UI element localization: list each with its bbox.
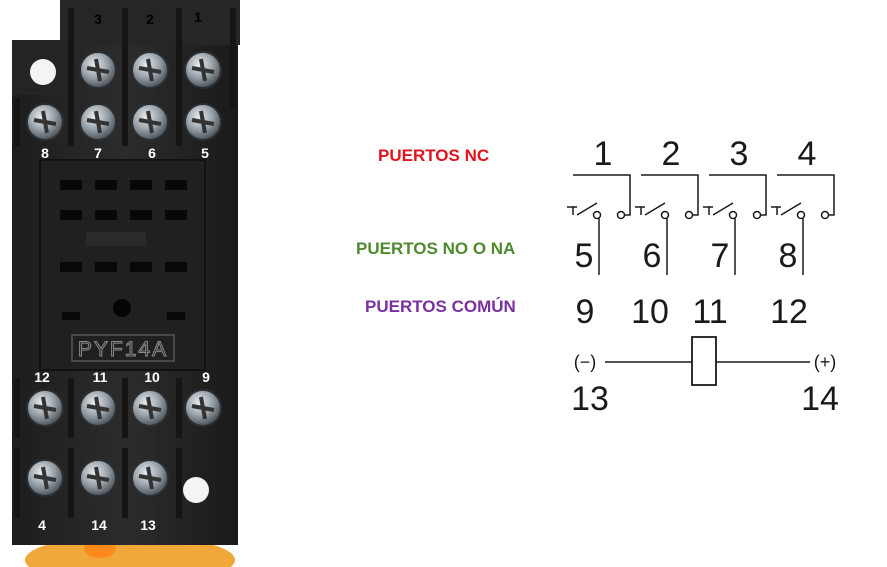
terminal-label-1: 1 [194,9,202,25]
coil-terminal-14: 14 [801,380,839,418]
terminal-label-14: 14 [91,517,107,533]
terminal-label-12: 12 [34,369,50,385]
schematic-common-11: 11 [692,293,727,331]
schematic-nc-4: 4 [798,135,817,173]
socket-slots [60,180,187,320]
relay-schematic: 1 2 3 4 5 6 7 8 9 10 11 12 (−) (+) 13 14 [555,125,875,425]
legend-common-ports: PUERTOS COMÚN [365,297,516,316]
schematic-no-6: 6 [643,237,662,275]
contact-points [592,210,830,220]
terminal-label-11: 11 [93,369,108,385]
screw-terminal [26,389,64,427]
coil-terminal-13: 13 [571,380,609,418]
terminal-label-3: 3 [94,11,102,27]
schematic-nc-3: 3 [730,135,749,173]
screw-terminal [26,103,64,141]
screw-terminal [79,459,117,497]
terminal-label-9: 9 [202,369,210,385]
screw-terminal [131,103,169,141]
terminal-label-5: 5 [201,145,209,161]
schematic-no-7: 7 [711,237,730,275]
relay-socket-drawing: PYF14A 3 2 1 8 7 6 5 12 [12,0,240,567]
legend-no-ports: PUERTOS NO O NA [356,239,516,258]
schematic-nc-2: 2 [662,135,681,173]
schematic-common-10: 10 [631,293,669,331]
screw-terminal [79,51,117,89]
terminal-label-13: 13 [140,517,156,533]
terminal-label-8: 8 [41,145,49,161]
schematic-common-9: 9 [576,293,595,331]
mounting-hole-bottom [183,477,209,503]
screw-terminal [131,459,169,497]
relay-socket-image: PYF14A 3 2 1 8 7 6 5 12 [0,0,250,567]
screw-terminal [79,389,117,427]
terminal-label-10: 10 [144,369,160,385]
coil-minus-symbol: (−) [574,352,597,372]
screw-terminal [79,103,117,141]
relay-schematic-drawing: 1 2 3 4 5 6 7 8 9 10 11 12 (−) (+) 13 14 [567,135,839,418]
screw-terminal [131,51,169,89]
screw-terminal [184,51,222,89]
screw-terminal [184,389,222,427]
legend-nc-ports: PUERTOS NC [378,146,490,165]
coil-plus-symbol: (+) [814,352,837,372]
terminal-label-7: 7 [94,145,102,161]
coil-symbol [691,336,717,386]
screw-terminal [184,103,222,141]
schematic-common-12: 12 [770,293,808,331]
contact-lines [567,174,835,386]
terminal-label-4: 4 [38,517,46,533]
terminal-labels: 3 2 1 8 7 6 5 12 11 10 9 4 14 13 [34,9,210,533]
terminal-screws [26,51,222,497]
schematic-no-5: 5 [575,237,594,275]
schematic-nc-1: 1 [594,135,613,173]
schematic-no-8: 8 [779,237,798,275]
center-pin-hole [113,299,131,317]
terminal-label-6: 6 [148,145,156,161]
screw-terminal [131,389,169,427]
mounting-hole-top [30,59,56,85]
terminal-label-2: 2 [146,11,154,27]
screw-terminal [26,459,64,497]
model-text: PYF14A [78,338,168,361]
